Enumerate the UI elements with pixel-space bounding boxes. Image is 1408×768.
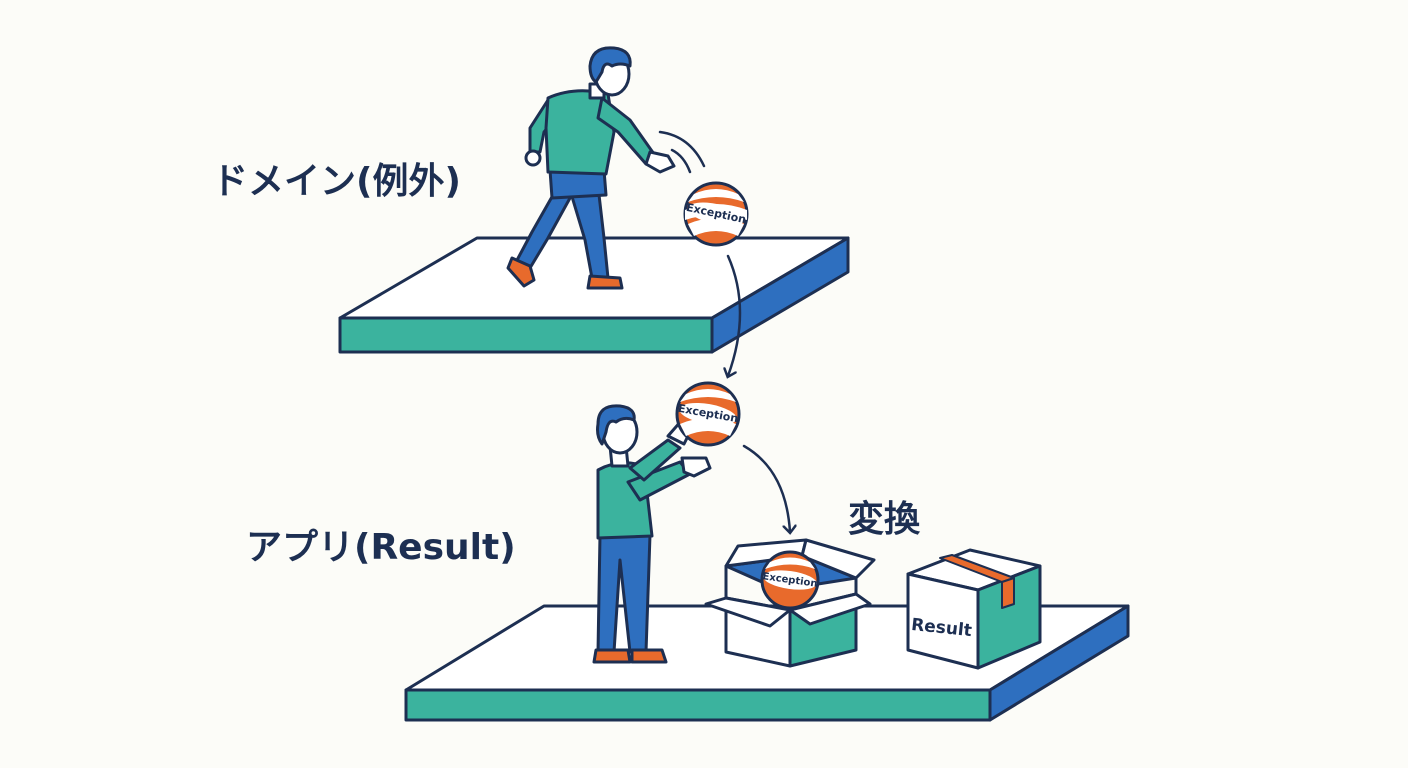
exception-ball-icon: Exception: [675, 381, 741, 447]
motion-lines: [658, 130, 706, 174]
open-box-front: [704, 566, 872, 668]
arrow-icon: [742, 444, 790, 532]
app-platform: [404, 604, 1130, 722]
person-throwing-icon: [506, 46, 676, 290]
exception-ball-icon: Exception: [760, 550, 820, 610]
arrow-icon: [728, 254, 742, 376]
app-label: アプリ(Result): [246, 527, 516, 568]
convert-label: 変換: [848, 499, 921, 540]
exception-ball-icon: Exception: [683, 181, 749, 247]
domain-label: ドメイン(例外): [212, 161, 461, 202]
closed-box-icon: Result: [906, 548, 1042, 670]
person-catching-icon: [592, 404, 712, 664]
